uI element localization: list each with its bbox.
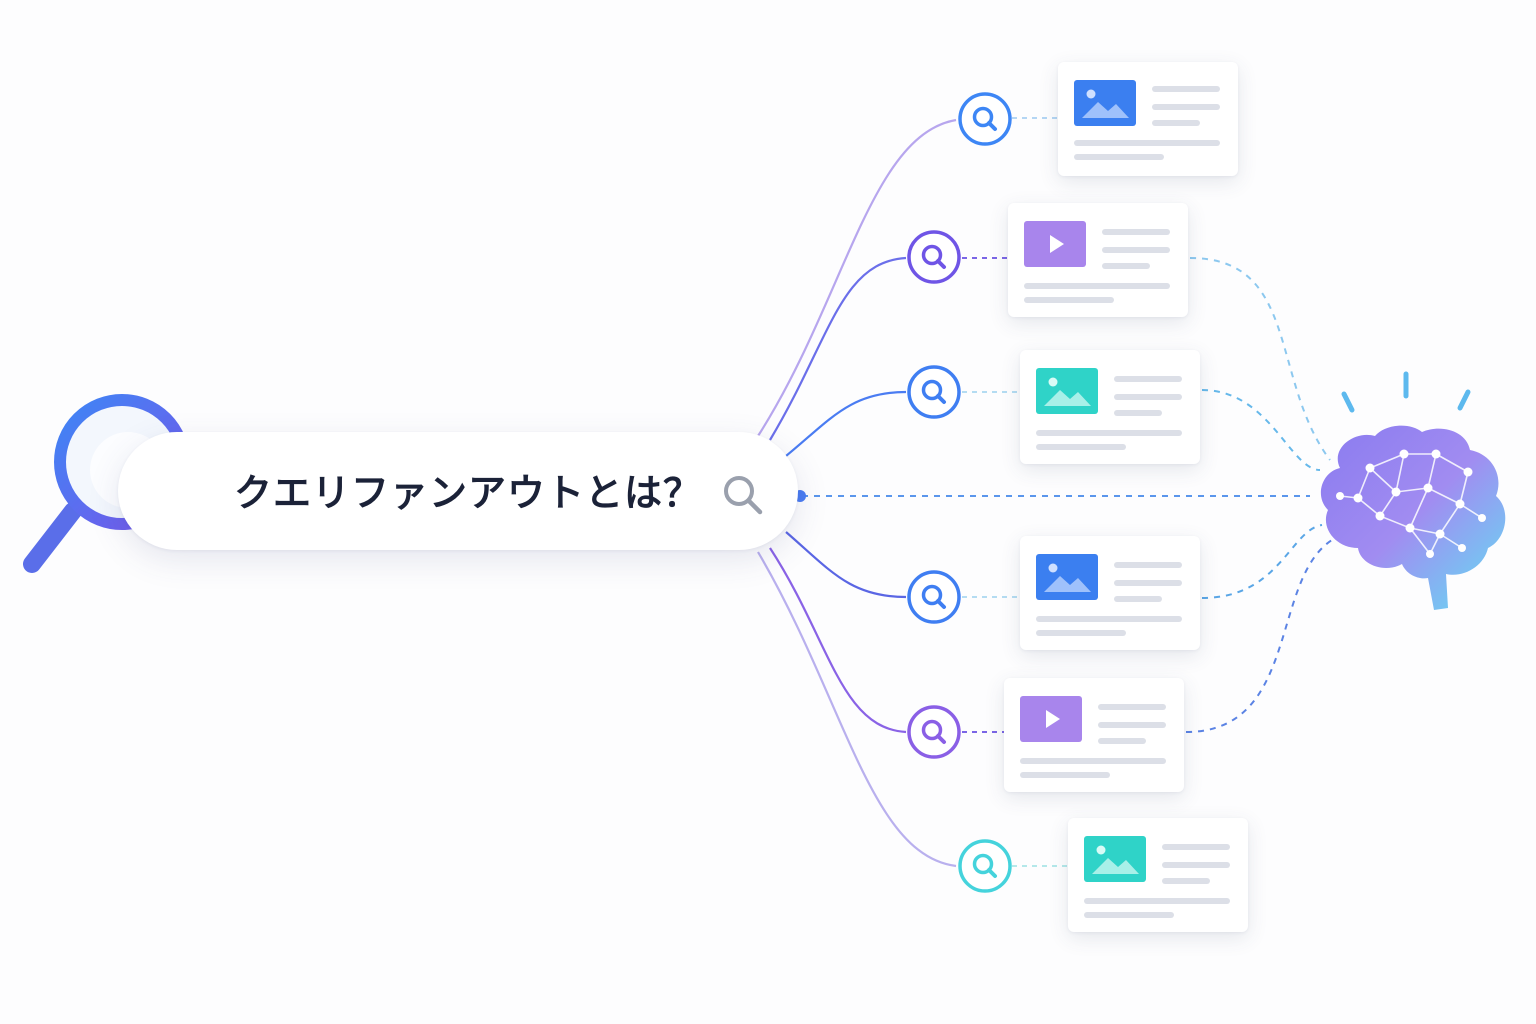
fanout-link-6	[757, 551, 957, 868]
fanout-link-2	[769, 256, 907, 441]
brain-network-icon	[1320, 371, 1506, 610]
query-node-6-search-icon[interactable]	[957, 838, 1013, 894]
result-card-1[interactable]	[1058, 62, 1238, 176]
play-icon	[1020, 696, 1082, 742]
fanout-link-3	[785, 390, 907, 457]
image-icon	[1036, 554, 1098, 600]
fanout-link-5	[769, 547, 907, 734]
query-node-1-search-icon[interactable]	[957, 91, 1013, 147]
card-brain-link-3	[1201, 389, 1321, 471]
play-icon	[1024, 221, 1086, 267]
result-card-3[interactable]	[1020, 350, 1200, 464]
fanout-link-1	[757, 118, 957, 437]
result-card-4[interactable]	[1020, 536, 1200, 650]
query-node-3-search-icon[interactable]	[906, 364, 962, 420]
card-brain-link-5	[1185, 539, 1333, 733]
fanout-link-4	[785, 531, 907, 599]
result-card-6[interactable]	[1068, 818, 1248, 932]
image-icon	[1084, 836, 1146, 882]
card-brain-link-2	[1189, 257, 1331, 461]
card-brain-link-4	[1201, 524, 1323, 599]
image-icon	[1036, 368, 1098, 414]
query-node-2-search-icon[interactable]	[906, 229, 962, 285]
query-node-4-search-icon[interactable]	[906, 569, 962, 625]
result-card-2[interactable]	[1008, 203, 1188, 317]
query-node-5-search-icon[interactable]	[906, 704, 962, 760]
search-icon[interactable]	[718, 470, 768, 520]
search-query[interactable]: クエリファンアウトとは？	[234, 471, 703, 515]
search-bar[interactable]	[118, 432, 798, 550]
result-card-5[interactable]	[1004, 678, 1184, 792]
image-icon	[1074, 80, 1136, 126]
